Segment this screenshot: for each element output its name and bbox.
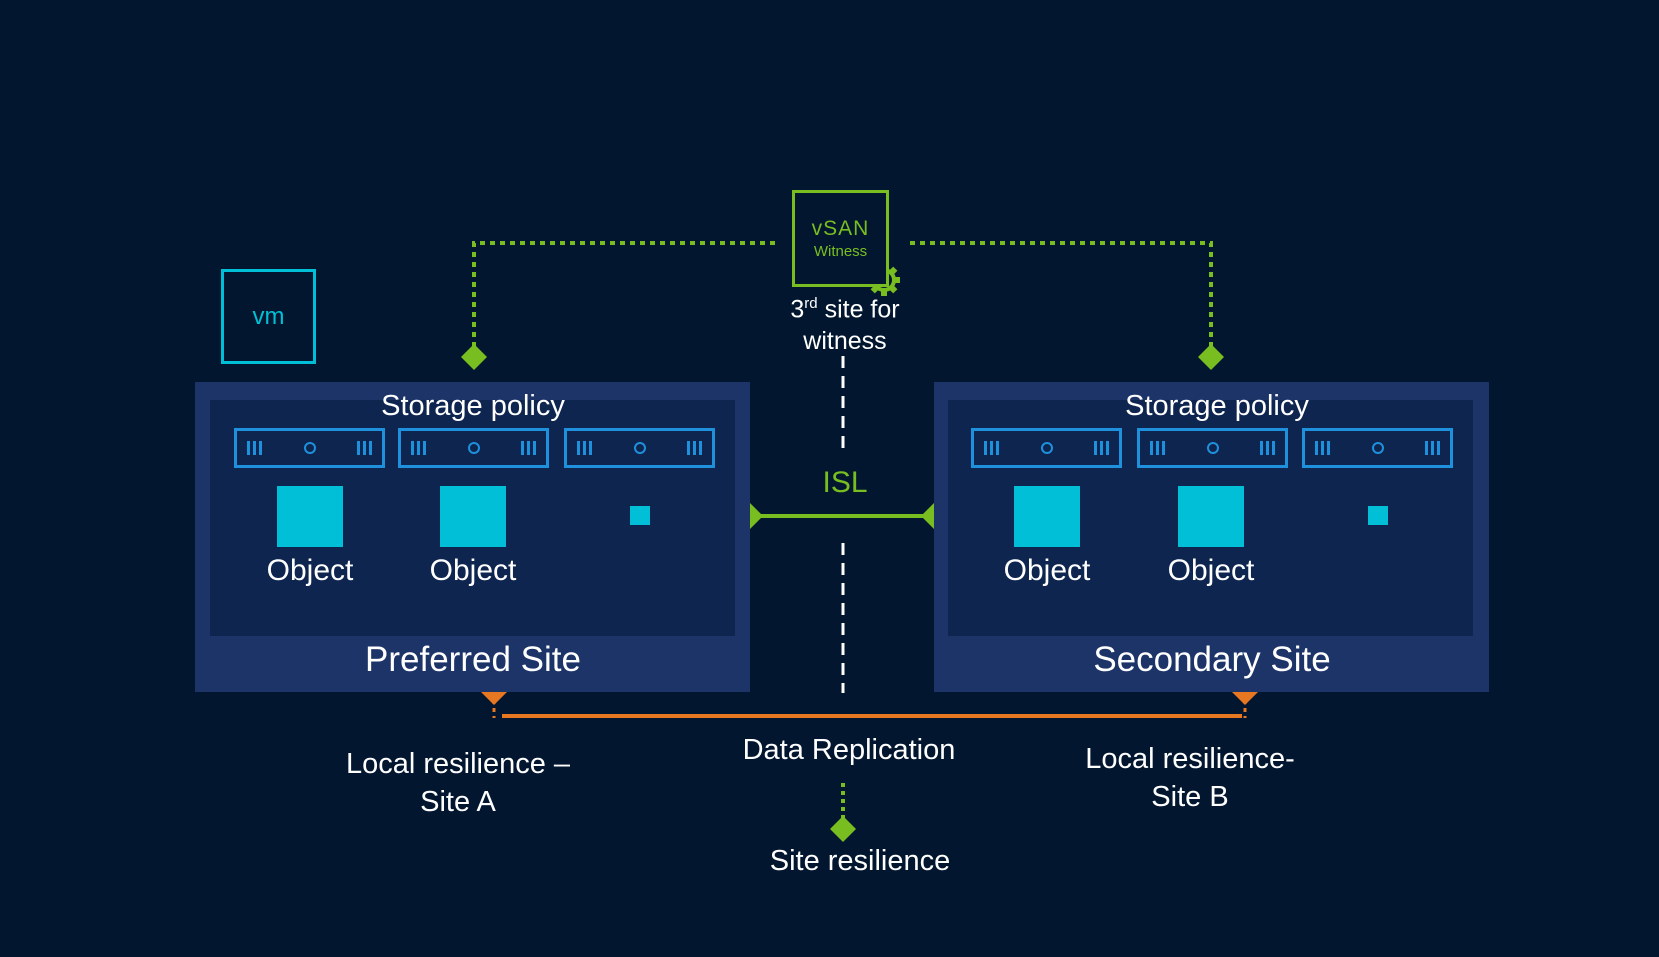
disk-bars-icon: [411, 441, 426, 455]
storage-policy-label: Storage policy: [1125, 390, 1309, 422]
object-label: Object: [429, 554, 517, 587]
disk-bars-icon: [687, 441, 702, 455]
witness-caption-line2: witness: [803, 327, 887, 356]
witness-caption-line1: 3rd site for: [790, 288, 899, 325]
disk-bars-icon: [247, 441, 262, 455]
disk-group: [564, 428, 715, 468]
storage-policy-label: Storage policy: [381, 390, 565, 422]
disk-group: [1302, 428, 1453, 468]
witness-caption-suffix: site for: [817, 295, 900, 324]
secondary-site-inner: Storage policy Object Object: [948, 390, 1473, 636]
disk-bars-icon: [357, 441, 372, 455]
witness-subtitle: Witness: [813, 243, 868, 260]
site-name: Secondary Site: [1093, 640, 1331, 679]
data-replication-label: Data Replication: [742, 734, 956, 766]
local-resilience-b-line1: Local resilience-: [1085, 743, 1295, 775]
object-label: Object: [1167, 554, 1255, 587]
disk-group: [234, 428, 385, 468]
local-resilience-site-b: Local resilience- Site B: [1085, 740, 1295, 816]
vm-label: vm: [252, 302, 285, 330]
witness-link-right: [910, 241, 1213, 350]
preferred-site-inner: Storage policy Object Object: [210, 390, 735, 636]
disk-bars-icon: [1094, 441, 1109, 455]
disk-bars-icon: [984, 441, 999, 455]
vm-box: vm: [221, 269, 316, 364]
isl-label: ISL: [822, 466, 868, 499]
object-block: [277, 486, 343, 547]
local-resilience-a-line2: Site A: [420, 786, 496, 818]
witness-title: vSAN: [811, 217, 870, 240]
disk-bars-icon: [1260, 441, 1275, 455]
witness-box: vSAN Witness: [792, 190, 889, 287]
disk-group: [398, 428, 549, 468]
disk-ring-icon: [1371, 442, 1384, 454]
local-resilience-b-line2: Site B: [1151, 781, 1229, 813]
disk-ring-icon: [303, 442, 316, 454]
witness-component-block: [630, 506, 650, 525]
witness-caption: 3rd site for witness: [790, 288, 899, 357]
disk-group: [1137, 428, 1288, 468]
object-block: [1178, 486, 1244, 547]
site-name: Preferred Site: [365, 640, 581, 679]
object-label: Object: [1003, 554, 1091, 587]
disk-bars-icon: [1150, 441, 1165, 455]
disk-bars-icon: [1315, 441, 1330, 455]
disk-bars-icon: [521, 441, 536, 455]
disk-ring-icon: [1040, 442, 1053, 454]
site-resilience-label: Site resilience: [769, 845, 951, 877]
disk-bars-icon: [1425, 441, 1440, 455]
object-block: [440, 486, 506, 547]
disk-ring-icon: [633, 442, 646, 454]
witness-diamond-left: [461, 344, 487, 370]
disk-group: [971, 428, 1122, 468]
disk-ring-icon: [467, 442, 480, 454]
disk-bars-icon: [577, 441, 592, 455]
site-resilience-diamond: [830, 816, 856, 842]
witness-caption-number: 3: [790, 295, 805, 324]
local-resilience-a-line1: Local resilience –: [345, 748, 571, 780]
secondary-site-panel: Storage policy Object Object Secondary S…: [934, 382, 1489, 692]
local-resilience-site-a: Local resilience – Site A: [346, 745, 570, 821]
witness-diamond-right: [1198, 344, 1224, 370]
witness-caption-sup: rd: [804, 295, 818, 312]
witness-component-block: [1368, 506, 1388, 525]
object-label: Object: [266, 554, 354, 587]
preferred-site-panel: Storage policy Object Object Preferred S…: [195, 382, 750, 692]
witness-link-left: [472, 241, 775, 350]
object-block: [1014, 486, 1080, 547]
disk-ring-icon: [1206, 442, 1219, 454]
